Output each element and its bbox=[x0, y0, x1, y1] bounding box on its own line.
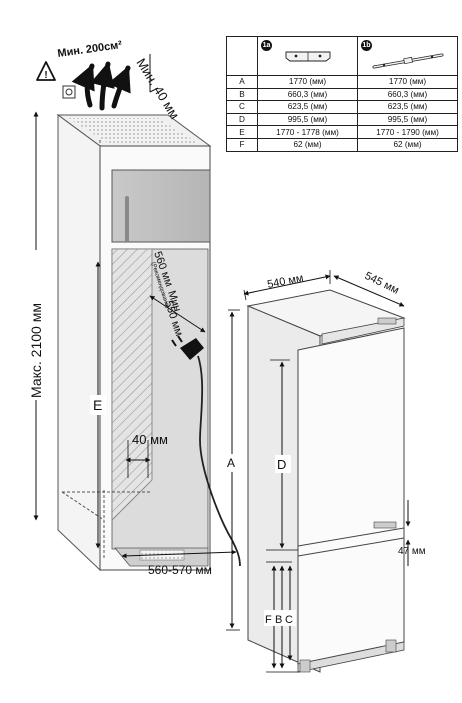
dim-d-label: D bbox=[277, 457, 286, 472]
dim-f-label: F bbox=[265, 614, 272, 626]
door-gap-label: 47 мм bbox=[398, 546, 426, 557]
table-row: F 62 (мм) 62 (мм) bbox=[226, 137, 458, 152]
table-row: C 623,5 (мм) 623,5 (мм) bbox=[226, 100, 458, 114]
table-row: D 995,5 (мм) 995,5 (мм) bbox=[226, 112, 458, 127]
variant-1b-badge: 1b bbox=[361, 40, 372, 51]
bracket-1b-icon bbox=[372, 53, 443, 69]
appliance-width-label: 540 мм bbox=[266, 272, 304, 291]
row-value-1a: 660,3 (мм) bbox=[257, 87, 358, 102]
bracket-1a-icon bbox=[285, 51, 330, 62]
variant-1a-header: 1a bbox=[257, 36, 358, 76]
table-row: A 1770 (мм) 1770 (мм) bbox=[226, 75, 458, 89]
variant-1b-header: 1b bbox=[357, 36, 458, 76]
vent-grille-icon bbox=[62, 85, 76, 99]
rear-gap-label: 40 мм bbox=[132, 432, 168, 447]
row-value-1b: 995,5 (мм) bbox=[357, 112, 458, 127]
row-value-1a: 1770 (мм) bbox=[257, 75, 358, 89]
svg-text:!: ! bbox=[44, 70, 47, 81]
table-corner-cell bbox=[226, 36, 258, 76]
row-key: B bbox=[226, 87, 258, 102]
dim-a-label: A bbox=[227, 456, 235, 470]
row-key: F bbox=[226, 137, 258, 152]
appliance-depth-label: 545 мм bbox=[363, 270, 401, 297]
row-value-1b: 1770 (мм) bbox=[357, 75, 458, 89]
row-value-1a: 995,5 (мм) bbox=[257, 112, 358, 127]
row-value-1b: 1770 - 1790 (мм) bbox=[357, 125, 458, 139]
dim-e-label: E bbox=[93, 397, 102, 413]
row-value-1b: 62 (мм) bbox=[357, 137, 458, 152]
row-key: E bbox=[226, 125, 258, 139]
airflow-arrows bbox=[71, 61, 131, 111]
table-row: E 1770 - 1778 (мм) 1770 - 1790 (мм) bbox=[226, 125, 458, 139]
row-value-1b: 660,3 (мм) bbox=[357, 87, 458, 102]
power-plug-icon bbox=[171, 335, 241, 567]
row-value-1a: 62 (мм) bbox=[257, 137, 358, 152]
dim-b-label: B bbox=[275, 614, 282, 626]
row-value-1a: 623,5 (мм) bbox=[257, 100, 358, 114]
max-height-label: Макс. 2100 мм bbox=[28, 303, 44, 398]
row-key: D bbox=[226, 112, 258, 127]
table-header-row: 1a 1b bbox=[226, 36, 458, 76]
top-gap-label: Мин. 40 мм bbox=[133, 56, 182, 122]
warning-triangle-icon: ! bbox=[36, 61, 56, 81]
variant-1a-badge: 1a bbox=[261, 40, 272, 51]
row-key: A bbox=[226, 75, 258, 89]
row-value-1a: 1770 - 1778 (мм) bbox=[257, 125, 358, 139]
dimension-table: 1a 1b A 1770 (мм) 1770 (мм) B 660,3 (мм)… bbox=[226, 36, 458, 152]
kitchen-cabinet bbox=[56, 114, 212, 572]
row-key: C bbox=[226, 100, 258, 114]
niche-width-label: 560-570 мм bbox=[148, 563, 212, 577]
table-row: B 660,3 (мм) 660,3 (мм) bbox=[226, 87, 458, 102]
row-value-1b: 623,5 (мм) bbox=[357, 100, 458, 114]
vent-area-label: Мин. 200см² bbox=[57, 39, 123, 60]
dim-c-label: C bbox=[285, 614, 293, 626]
